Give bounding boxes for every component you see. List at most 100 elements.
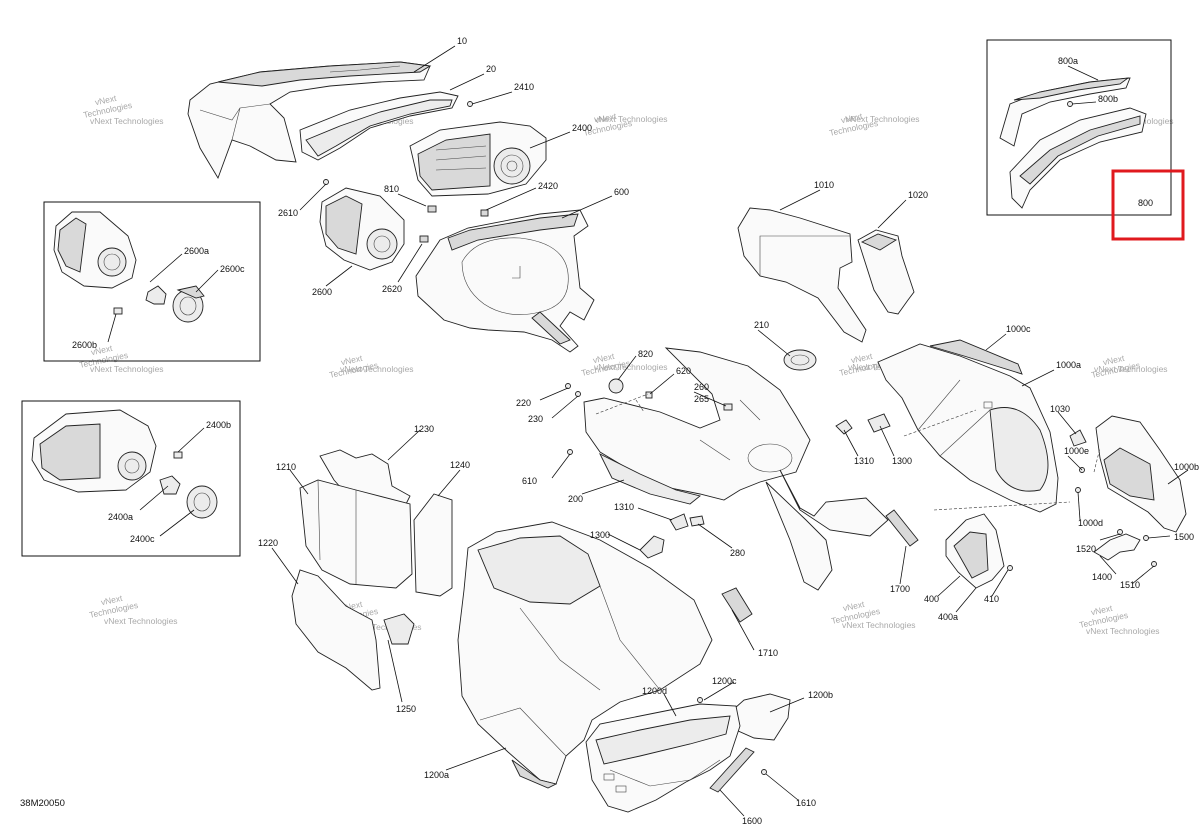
part-1210-panel[interactable] bbox=[299, 479, 413, 589]
part-1500-screw[interactable] bbox=[1143, 535, 1149, 541]
label-1300-b[interactable]: 1300 bbox=[590, 530, 610, 540]
label-2620[interactable]: 2620 bbox=[382, 284, 402, 294]
part-1220-panel[interactable] bbox=[291, 569, 415, 691]
label-2600a[interactable]: 2600a bbox=[184, 246, 209, 256]
label-800a[interactable]: 800a bbox=[1058, 56, 1078, 66]
label-620[interactable]: 620 bbox=[676, 366, 691, 376]
label-200[interactable]: 200 bbox=[568, 494, 583, 504]
label-610[interactable]: 610 bbox=[522, 476, 537, 486]
label-1510[interactable]: 1510 bbox=[1120, 580, 1140, 590]
part-1300-fastener-a[interactable] bbox=[867, 413, 891, 433]
label-1220[interactable]: 1220 bbox=[258, 538, 278, 548]
part-2400a-housing[interactable] bbox=[31, 409, 157, 493]
part-1600-strip[interactable] bbox=[709, 747, 755, 793]
part-410-screw[interactable] bbox=[1007, 565, 1013, 571]
label-1600[interactable]: 1600 bbox=[742, 816, 762, 826]
part-1030-clip[interactable] bbox=[1069, 429, 1087, 447]
part-1510-screw[interactable] bbox=[1151, 561, 1157, 567]
part-1000d-screw[interactable] bbox=[1075, 487, 1081, 493]
label-2600b[interactable]: 2600b bbox=[72, 340, 97, 350]
part-1310-fastener-b[interactable] bbox=[669, 513, 689, 531]
part-620-bolt[interactable] bbox=[645, 391, 653, 399]
part-1710-strip[interactable] bbox=[721, 587, 753, 623]
part-2400c-cap[interactable] bbox=[186, 485, 218, 519]
label-1200c[interactable]: 1200c bbox=[712, 676, 737, 686]
part-2400b-bulb[interactable] bbox=[173, 451, 183, 459]
part-2600b-bulb[interactable] bbox=[113, 307, 123, 315]
part-2610-screw[interactable] bbox=[323, 179, 329, 185]
part-1000c-strip[interactable] bbox=[929, 339, 1023, 375]
label-1710[interactable]: 1710 bbox=[758, 648, 778, 658]
part-200-front-panel[interactable] bbox=[583, 347, 889, 591]
label-1310-b[interactable]: 1310 bbox=[614, 502, 634, 512]
label-220[interactable]: 220 bbox=[516, 398, 531, 408]
part-1610-screw[interactable] bbox=[761, 769, 767, 775]
label-20[interactable]: 20 bbox=[486, 64, 496, 74]
label-1000a[interactable]: 1000a bbox=[1056, 360, 1081, 370]
part-230-screw[interactable] bbox=[575, 391, 581, 397]
part-1200d-panel[interactable] bbox=[585, 703, 741, 813]
label-1400[interactable]: 1400 bbox=[1092, 572, 1112, 582]
label-1300-a[interactable]: 1300 bbox=[892, 456, 912, 466]
label-2610[interactable]: 2610 bbox=[278, 208, 298, 218]
label-810[interactable]: 810 bbox=[384, 184, 399, 194]
part-2620-clip[interactable] bbox=[419, 235, 429, 243]
label-1200a[interactable]: 1200a bbox=[424, 770, 449, 780]
label-400[interactable]: 400 bbox=[924, 594, 939, 604]
part-2420-clip[interactable] bbox=[480, 209, 489, 217]
label-265[interactable]: 265 bbox=[694, 394, 709, 404]
part-20-visor[interactable] bbox=[299, 91, 459, 161]
label-410[interactable]: 410 bbox=[984, 594, 999, 604]
part-2600-headlight[interactable] bbox=[319, 187, 405, 271]
label-260[interactable]: 260 bbox=[694, 382, 709, 392]
label-2400b[interactable]: 2400b bbox=[206, 420, 231, 430]
label-1010[interactable]: 1010 bbox=[814, 180, 834, 190]
part-800b-trim[interactable] bbox=[1009, 107, 1147, 209]
label-1520[interactable]: 1520 bbox=[1076, 544, 1096, 554]
part-1010-panel[interactable] bbox=[737, 207, 867, 343]
label-2400a[interactable]: 2400a bbox=[108, 512, 133, 522]
label-2600[interactable]: 2600 bbox=[312, 287, 332, 297]
part-1400-bracket[interactable] bbox=[1093, 533, 1141, 561]
label-1020[interactable]: 1020 bbox=[908, 190, 928, 200]
label-600[interactable]: 600 bbox=[614, 187, 629, 197]
label-800b[interactable]: 800b bbox=[1098, 94, 1118, 104]
part-260-clip[interactable] bbox=[723, 403, 733, 411]
label-1210[interactable]: 1210 bbox=[276, 462, 296, 472]
part-400-bracket[interactable] bbox=[945, 513, 1005, 589]
part-2410-screw[interactable] bbox=[467, 101, 473, 107]
part-1200c-screw[interactable] bbox=[697, 697, 703, 703]
label-1200d[interactable]: 1200d bbox=[642, 686, 667, 696]
label-210[interactable]: 210 bbox=[754, 320, 769, 330]
label-1610[interactable]: 1610 bbox=[796, 798, 816, 808]
part-220-screw[interactable] bbox=[565, 383, 571, 389]
label-2400[interactable]: 2400 bbox=[572, 123, 592, 133]
part-2600-bulb[interactable] bbox=[145, 285, 167, 305]
part-2600a-housing[interactable] bbox=[53, 211, 137, 289]
part-800a-trim[interactable] bbox=[999, 77, 1131, 147]
part-800b-clip[interactable] bbox=[1067, 101, 1073, 107]
label-280[interactable]: 280 bbox=[730, 548, 745, 558]
part-1200b-panel[interactable] bbox=[725, 693, 791, 741]
part-1000b-panel[interactable] bbox=[1095, 415, 1187, 533]
part-2600c-cap[interactable] bbox=[172, 285, 205, 323]
part-10-cowl[interactable] bbox=[187, 61, 432, 180]
label-400a[interactable]: 400a bbox=[938, 612, 958, 622]
part-2400-headlight[interactable] bbox=[409, 121, 547, 197]
part-210-ring[interactable] bbox=[783, 349, 817, 371]
label-1310-a[interactable]: 1310 bbox=[854, 456, 874, 466]
part-1520-screw[interactable] bbox=[1117, 529, 1123, 535]
part-810-bolt[interactable] bbox=[427, 205, 437, 213]
part-280-clip[interactable] bbox=[689, 515, 705, 527]
part-1020-panel[interactable] bbox=[857, 229, 915, 315]
label-800[interactable]: 800 bbox=[1138, 198, 1153, 208]
part-820-grommet[interactable] bbox=[608, 378, 624, 394]
label-1250[interactable]: 1250 bbox=[396, 704, 416, 714]
label-10[interactable]: 10 bbox=[457, 36, 467, 46]
part-1000a-side-panel[interactable] bbox=[877, 343, 1059, 513]
label-2600c[interactable]: 2600c bbox=[220, 264, 245, 274]
label-1030[interactable]: 1030 bbox=[1050, 404, 1070, 414]
part-1200a-fairing[interactable] bbox=[457, 521, 713, 789]
label-1230[interactable]: 1230 bbox=[414, 424, 434, 434]
part-610-screw[interactable] bbox=[567, 449, 573, 455]
